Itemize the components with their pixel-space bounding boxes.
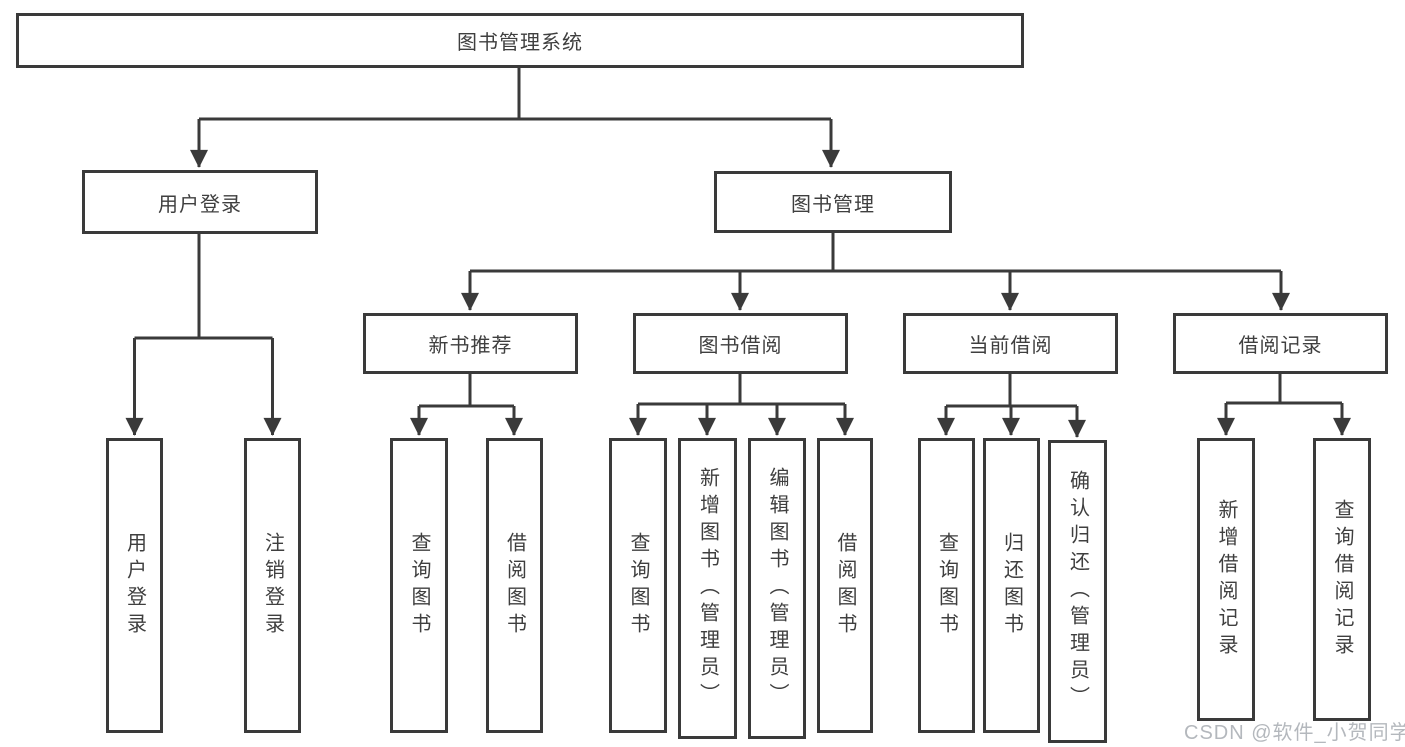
node-leaf-logout: 注销登录 (244, 438, 301, 733)
node-book-borrow: 图书借阅 (633, 313, 848, 374)
node-library-system: 图书管理系统 (16, 13, 1024, 68)
connector-trunks (134, 68, 1342, 408)
node-new-book-recommend: 新书推荐 (363, 313, 578, 374)
node-br-query-record: 查询借阅记录 (1313, 438, 1371, 721)
node-bb-query-books: 查询图书 (609, 438, 667, 733)
node-user-login: 用户登录 (82, 170, 318, 234)
node-nbr-borrow-books: 借阅图书 (486, 438, 543, 733)
node-book-management: 图书管理 (714, 171, 952, 233)
watermark-text: CSDN @软件_小贺同学 (1184, 722, 1405, 744)
node-br-add-record: 新增借阅记录 (1197, 438, 1255, 721)
node-cb-return-books: 归还图书 (983, 438, 1040, 733)
node-bb-borrow-books: 借阅图书 (817, 438, 873, 733)
node-bb-edit-books-admin: 编辑图书（管理员） (748, 438, 806, 739)
node-cb-query-books: 查询图书 (918, 438, 975, 733)
node-cb-confirm-return-admin: 确认归还（管理员） (1048, 440, 1107, 743)
node-nbr-query-books: 查询图书 (390, 438, 448, 733)
node-borrow-records: 借阅记录 (1173, 313, 1388, 374)
node-leaf-user-login: 用户登录 (106, 438, 163, 733)
node-current-borrow: 当前借阅 (903, 313, 1118, 374)
node-bb-add-books-admin: 新增图书（管理员） (678, 438, 737, 739)
